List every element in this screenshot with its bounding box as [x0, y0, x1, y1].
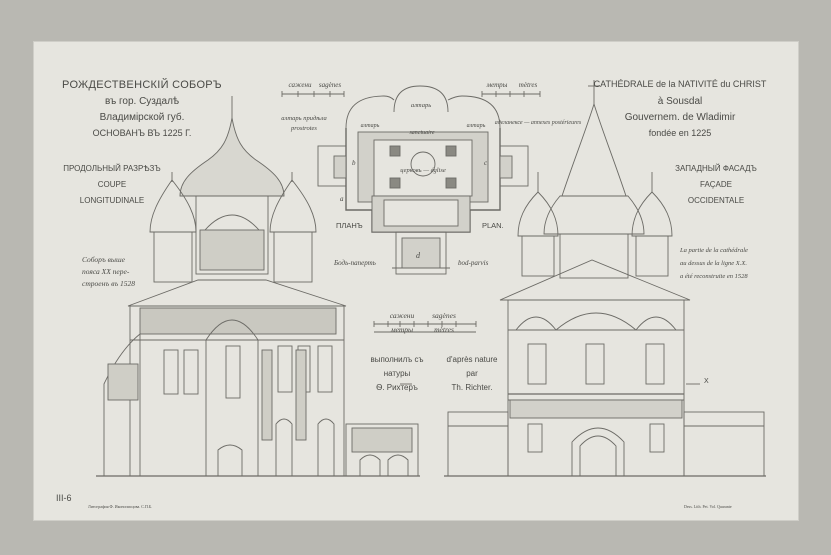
plate-sheet [34, 42, 798, 520]
title-ru-line1: РОЖДЕСТВЕНСКIЙ СОБОРЪ [62, 79, 222, 91]
middle-scale [373, 321, 477, 333]
section-mark-x: X [704, 378, 709, 385]
plan-left-note-1: алтарь придѣла [281, 115, 327, 122]
plan-altar-center: алтарь [410, 102, 432, 109]
plan-letter-a: a [340, 195, 344, 203]
plan-porch-ru: Бодь-паперть [334, 259, 376, 267]
plan-church: церковь — église [400, 167, 446, 174]
credit-ru-2: натуры [383, 369, 411, 378]
facade-label-ru: ЗАПАДНЫЙ ФАСАДЪ [675, 164, 757, 173]
facade-label-fr-2: OCCIDENTALE [687, 196, 745, 205]
plan-right-note: аделанексе — annexes postérieures [494, 120, 582, 126]
section-note-2: пояса XX пере- [82, 267, 130, 276]
plan-letter-b: b [352, 159, 356, 167]
floor-plan [281, 85, 541, 275]
plan-altar-right: алтарь [466, 123, 486, 129]
plan-title-ru: ПЛАНЪ [336, 221, 363, 230]
plan-scale-metres-ru: метры [486, 81, 508, 89]
facade-note-2: au dessus de la ligne X.X. [680, 260, 747, 267]
scale-sagenes-ru: сажени [389, 311, 415, 320]
title-ru-line4: ОСНОВАНЪ ВЪ 1225 Г. [92, 128, 192, 138]
credit-ru-3: Ѳ. Рихтеръ [376, 383, 418, 392]
printer-left: Литография Ф. Иконописцова. С.П.Б. [88, 504, 153, 509]
title-ru-line3: Владимiрской губ. [99, 112, 185, 123]
credit-ru-1: выполнилъ съ [370, 355, 424, 364]
title-fr-line4: fondée en 1225 [648, 128, 712, 138]
title-fr-line1: CATHÉDRALE de la NATIVITÉ du CHRIST [593, 79, 767, 89]
section-note-3: строенъ въ 1528 [82, 279, 135, 288]
scale-metres-ru: метры [390, 325, 414, 334]
printer-right: Dess. Lith. Pet. Vol. Quarante [684, 504, 732, 509]
facade-note-1: La partie de la cathédrale [680, 247, 748, 254]
plan-altar-left: алтарь [360, 123, 380, 129]
scale-sagenes-fr: sagènes [432, 311, 456, 320]
facade-note-3: a été reconstruite en 1528 [680, 273, 748, 280]
plan-porch-fr: bod-parvis [458, 259, 489, 267]
plan-letter-c: c [484, 159, 488, 167]
plan-scale-sagenes-ru: сажени [288, 81, 312, 89]
title-fr-line3: Gouvernem. de Wladimir [624, 112, 736, 123]
plan-left-note-2: prostrotes [291, 125, 317, 132]
section-note-1: Соборъ выше [82, 255, 125, 264]
plan-sanctuary: sanctuaire [409, 130, 435, 136]
credit-fr-3: Th. Richter. [451, 383, 493, 392]
longitudinal-section [96, 96, 420, 477]
section-label-fr-2: LONGITUDINALE [79, 196, 145, 205]
plan-title-fr: PLAN. [482, 221, 504, 230]
facade-label-fr-1: FAÇADE [699, 180, 733, 189]
scale-metres-fr: mètres [434, 325, 454, 334]
west-facade [400, 80, 766, 477]
title-fr-line2: à Sousdal [657, 96, 703, 107]
credit-fr-2: par [466, 369, 478, 378]
title-ru-line2: въ гор. Суздалѣ [104, 96, 180, 107]
plan-scale-sagenes-fr: sagènes [318, 81, 342, 89]
section-label-fr-1: COUPE [97, 180, 127, 189]
plan-scale-metres-fr: mètres [518, 81, 538, 89]
section-label-ru: ПРОДОЛЬНЫЙ РАЗРѢЗЪ [63, 164, 161, 173]
credit-fr-1: d'après nature [446, 355, 498, 364]
plan-letter-d: d [416, 251, 420, 260]
plate-number: III-6 [56, 493, 72, 503]
